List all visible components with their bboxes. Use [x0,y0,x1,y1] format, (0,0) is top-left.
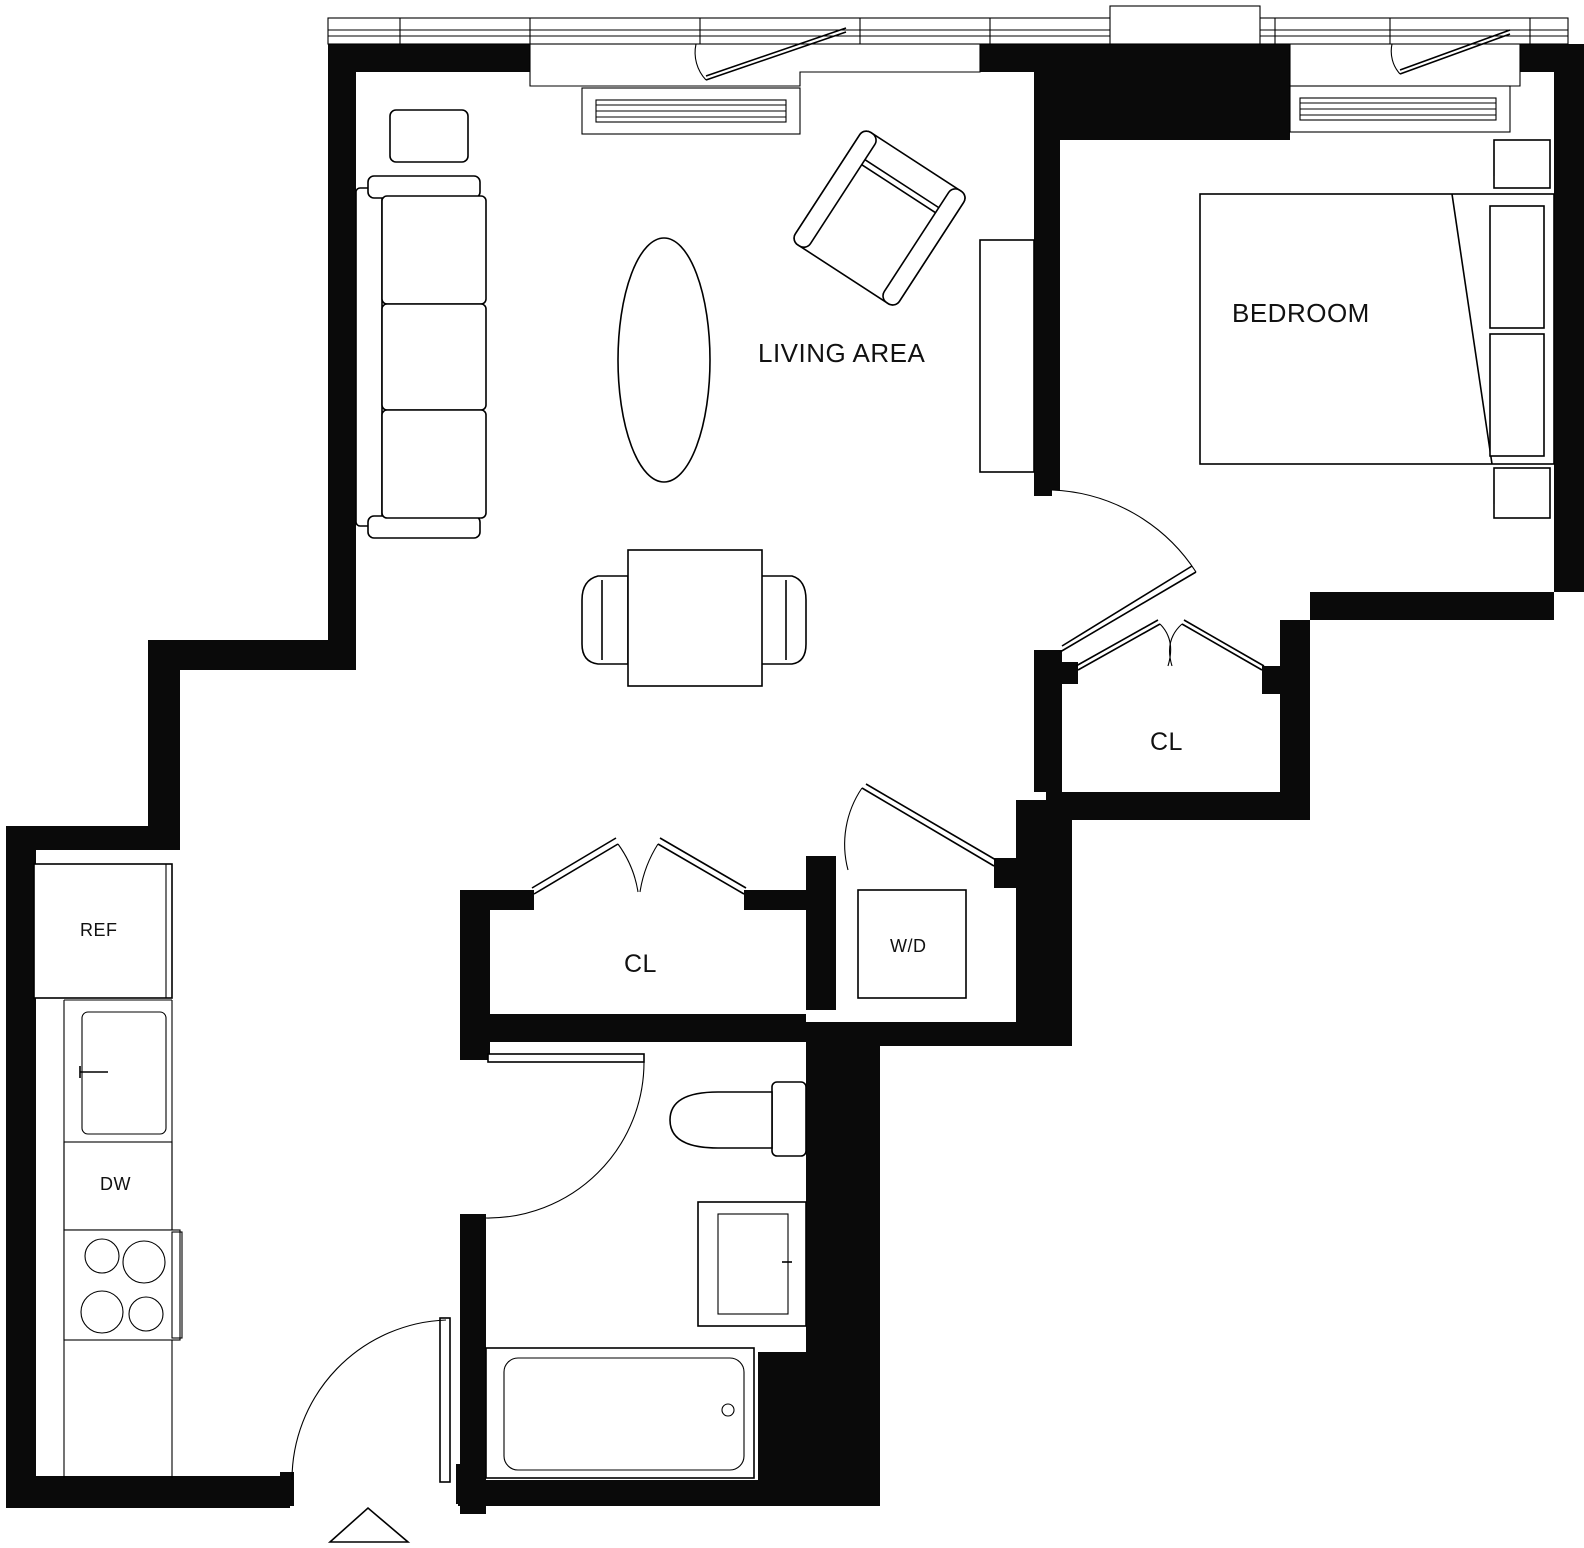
bedroom-closet-label: CL [1150,728,1183,756]
vanity [697,1201,807,1327]
stove [63,1229,183,1341]
bedroom-closet-doors [1075,619,1265,671]
washer-dryer-label: W/D [890,936,927,956]
windows [327,5,1569,87]
side-table [389,109,469,163]
armchair [793,130,966,306]
interior-walls [460,472,1282,1514]
washer-dryer [857,889,967,999]
wd-closet-door [844,783,997,871]
hall-closet-doors [531,837,747,895]
entry-arrow [327,1506,411,1543]
console-table [979,239,1035,473]
refrigerator [33,863,173,999]
bed [1199,193,1555,465]
nightstand-top [1493,139,1551,189]
radiator-bedroom [1289,85,1511,133]
bedroom-label: BEDROOM [1232,298,1370,328]
oval-coffee-table [617,237,711,483]
entry-door [291,1317,451,1483]
bathtub [485,1347,755,1479]
sofa [355,175,487,539]
living-area-label: LIVING AREA [758,338,925,368]
dining-set [581,549,807,687]
radiator-living [581,87,801,135]
sink [79,1011,167,1135]
dishwasher-label: DW [100,1174,131,1194]
bedroom-door [1051,489,1197,653]
refrigerator-label: REF [80,920,118,940]
nightstand-bottom [1493,467,1551,519]
bathroom-door [485,1053,645,1219]
hall-closet-label: CL [624,950,657,978]
toilet [669,1081,807,1157]
